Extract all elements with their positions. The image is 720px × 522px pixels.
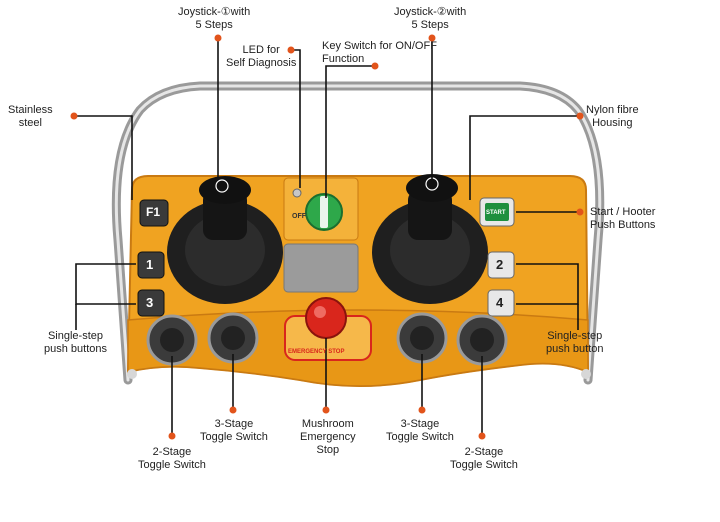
joystick-1-knob — [199, 176, 251, 204]
button-2-label: 2 — [496, 257, 504, 272]
mushroom-stop-button — [305, 297, 347, 339]
emergency-stop-text: EMERGENCY STOP — [288, 349, 345, 355]
button-1-label: 1 — [146, 257, 154, 272]
joystick-2-knob — [406, 174, 458, 202]
led-indicator — [292, 188, 302, 198]
button-4-label: 4 — [496, 295, 504, 310]
f1-button-body — [139, 199, 169, 227]
key-off-label: OFF — [292, 213, 306, 220]
button-start-label: START — [486, 210, 506, 216]
button-f1-label: F1 — [146, 205, 161, 219]
callout-dots — [70, 34, 584, 440]
toggle-switch-group — [146, 312, 508, 366]
button-3-label: 3 — [146, 295, 154, 310]
leader-lines — [74, 38, 580, 436]
